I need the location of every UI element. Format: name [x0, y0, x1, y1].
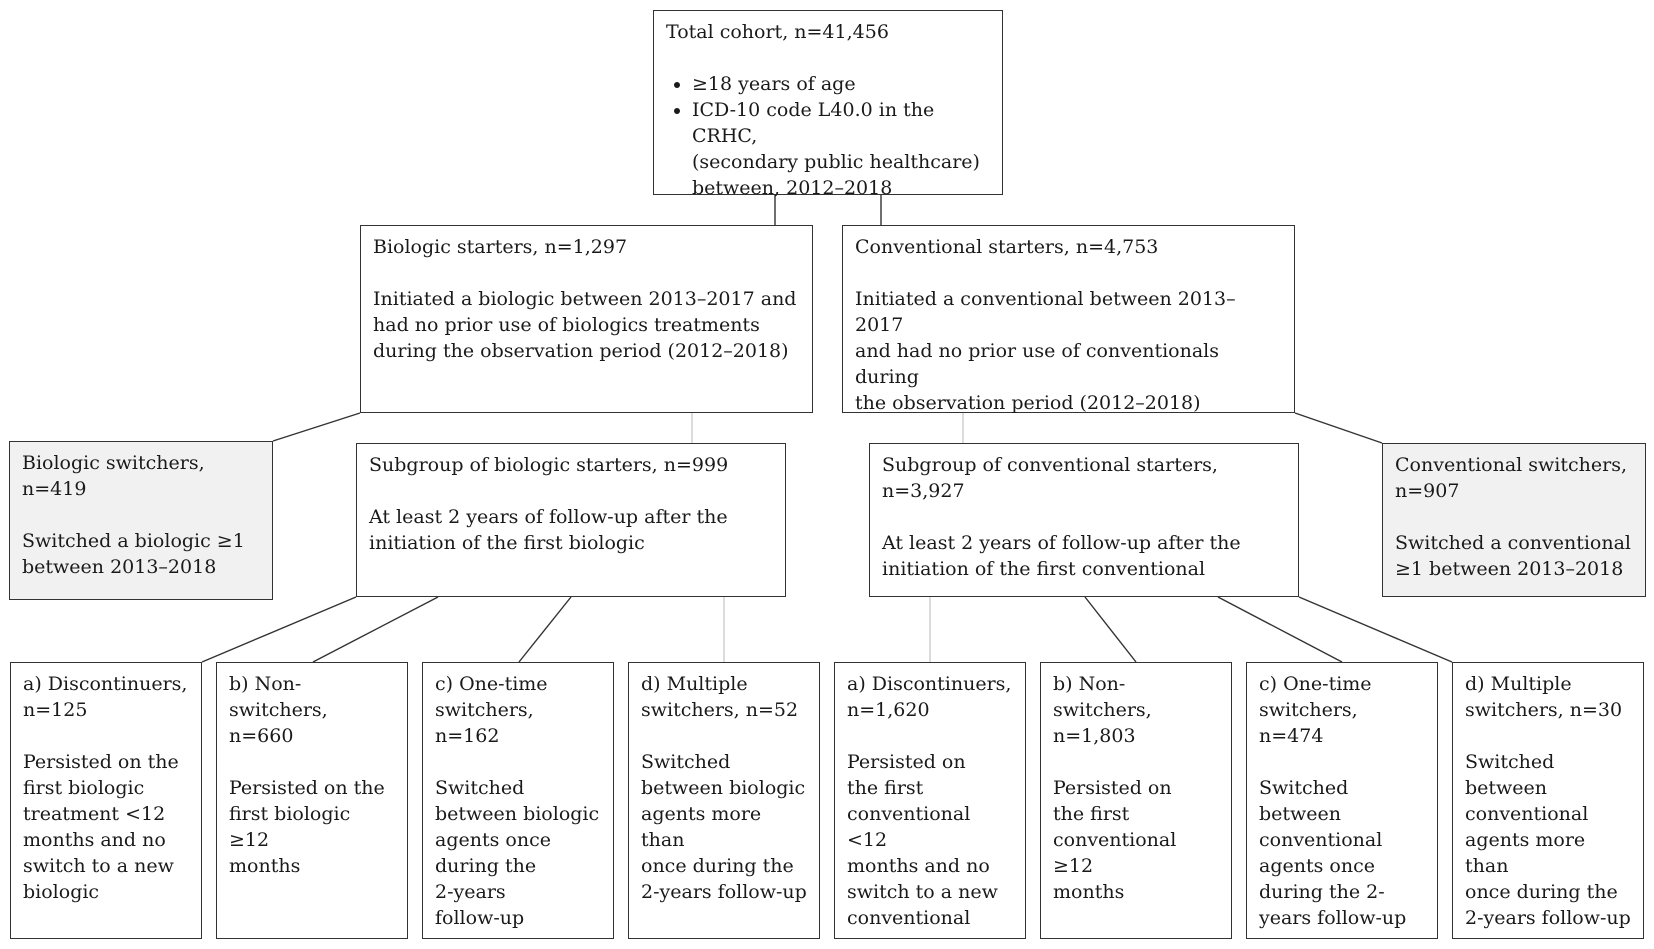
biologic-switchers-title: Biologic switchers, n=419: [22, 452, 205, 500]
leaf-description: Persisted on the first biologic treatmen…: [23, 751, 179, 903]
biologic-subgroup-box: Subgroup of biologic starters, n=999 At …: [356, 443, 786, 597]
leaf-title: a) Discontinuers, n=1,620: [847, 673, 1012, 721]
leaf-description: Switched between biologic agents more th…: [641, 751, 807, 903]
biologic-switchers-box: Biologic switchers, n=419 Switched a bio…: [9, 441, 273, 600]
biologic-starters-description: Initiated a biologic between 2013–2017 a…: [373, 288, 797, 362]
inclusion-criterion-icd10: ICD-10 code L40.0 in the CRHC, (secondar…: [692, 97, 990, 201]
connector-conventional-subgroup-to-multiple: [1298, 596, 1453, 663]
leaf-description: Switched between biologic agents once du…: [435, 777, 600, 929]
connector-biologic-starters-to-switchers: [272, 412, 361, 442]
leaf-title: c) One-time switchers, n=474: [1259, 673, 1372, 747]
biologic-starters-box: Biologic starters, n=1,297 Initiated a b…: [360, 225, 813, 413]
conventional-discontinuers-box: a) Discontinuers, n=1,620 Persisted on t…: [834, 662, 1026, 939]
inclusion-criteria-list: ≥18 years of age ICD-10 code L40.0 in th…: [666, 71, 990, 201]
biologic-non-switchers-box: b) Non-switchers, n=660 Persisted on the…: [216, 662, 408, 939]
conventional-switchers-box: Conventional switchers, n=907 Switched a…: [1382, 443, 1646, 597]
biologic-switchers-description: Switched a biologic ≥1 between 2013–2018: [22, 530, 245, 578]
conventional-subgroup-title: Subgroup of conventional starters, n=3,9…: [882, 454, 1218, 502]
conventional-switchers-description: Switched a conventional ≥1 between 2013–…: [1395, 532, 1632, 580]
connector-conventional-subgroup-to-non-switchers: [1084, 596, 1137, 663]
biologic-multiple-switchers-box: d) Multiple switchers, n=52 Switched bet…: [628, 662, 820, 939]
leaf-title: d) Multiple switchers, n=30: [1465, 673, 1623, 721]
connector-biologic-subgroup-to-non-switchers: [312, 596, 439, 663]
biologic-starters-title: Biologic starters, n=1,297: [373, 236, 628, 258]
leaf-title: d) Multiple switchers, n=52: [641, 673, 799, 721]
biologic-one-time-switchers-box: c) One-time switchers, n=162 Switched be…: [422, 662, 614, 939]
leaf-title: b) Non-switchers, n=660: [229, 673, 328, 747]
conventional-subgroup-box: Subgroup of conventional starters, n=3,9…: [869, 443, 1299, 597]
inclusion-criterion-age: ≥18 years of age: [692, 71, 990, 97]
leaf-description: Switched between conventional agents mor…: [1465, 751, 1631, 929]
conventional-multiple-switchers-box: d) Multiple switchers, n=30 Switched bet…: [1452, 662, 1644, 939]
biologic-subgroup-description: At least 2 years of follow-up after the …: [369, 506, 728, 554]
leaf-title: a) Discontinuers, n=125: [23, 673, 188, 721]
biologic-discontinuers-box: a) Discontinuers, n=125 Persisted on the…: [10, 662, 202, 939]
conventional-switchers-title: Conventional switchers, n=907: [1395, 454, 1627, 502]
connector-conventional-subgroup-to-one-time: [1217, 596, 1343, 663]
conventional-one-time-switchers-box: c) One-time switchers, n=474 Switched be…: [1246, 662, 1438, 939]
leaf-description: Switched between conventional agents onc…: [1259, 777, 1407, 929]
leaf-description: Persisted on the first conventional <12 …: [847, 751, 998, 929]
total-cohort-box: Total cohort, n=41,456 ≥18 years of age …: [653, 10, 1003, 199]
biologic-subgroup-title: Subgroup of biologic starters, n=999: [369, 454, 729, 476]
connector-biologic-subgroup-to-discontinuers: [201, 596, 357, 663]
conventional-starters-box: Conventional starters, n=4,753 Initiated…: [842, 225, 1295, 414]
total-cohort-title: Total cohort, n=41,456: [666, 21, 889, 43]
conventional-starters-description: Initiated a conventional between 2013–20…: [855, 288, 1236, 414]
conventional-subgroup-description: At least 2 years of follow-up after the …: [882, 532, 1241, 580]
leaf-title: c) One-time switchers, n=162: [435, 673, 548, 747]
connector-conventional-starters-to-switchers: [1294, 412, 1383, 444]
connector-biologic-subgroup-to-one-time: [518, 596, 572, 663]
leaf-description: Persisted on the first conventional ≥12 …: [1053, 777, 1177, 903]
conventional-non-switchers-box: b) Non-switchers, n=1,803 Persisted on t…: [1040, 662, 1232, 939]
leaf-title: b) Non-switchers, n=1,803: [1053, 673, 1152, 747]
leaf-description: Persisted on the first biologic ≥12 mont…: [229, 777, 385, 877]
conventional-starters-title: Conventional starters, n=4,753: [855, 236, 1159, 258]
